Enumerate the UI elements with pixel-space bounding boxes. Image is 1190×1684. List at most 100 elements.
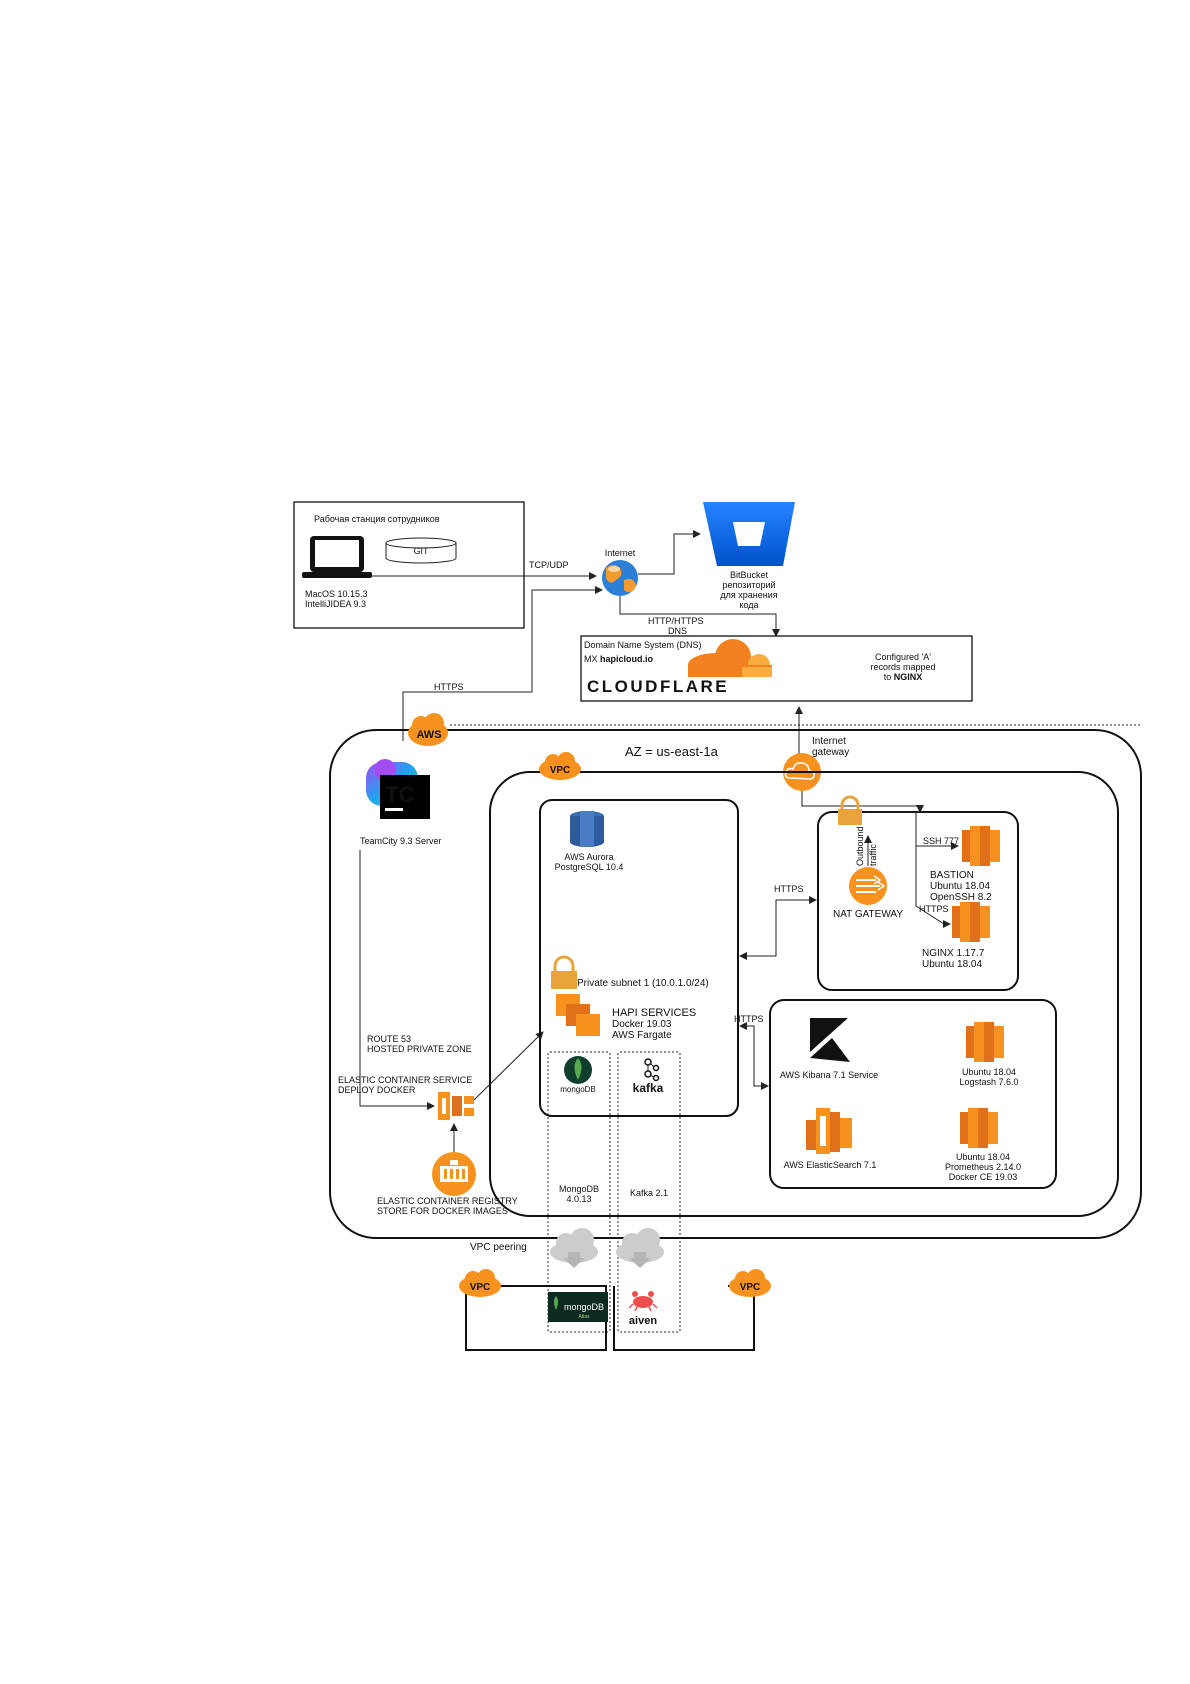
az-label: AZ = us-east-1a: [625, 744, 719, 759]
bastion-line-2: Ubuntu 18.04: [930, 881, 990, 892]
teamcity-logo-text: TC: [385, 782, 414, 807]
private-subnet-box: [539, 799, 739, 1117]
https-label-monitoring: HTTPS: [734, 1014, 764, 1024]
kafka-logo-text: kafka: [633, 1081, 664, 1095]
aurora-line-2: PostgreSQL 10.4: [555, 862, 624, 872]
teamcity-label: TeamCity 9.3 Server: [360, 836, 442, 846]
bitbucket-desc-2: для хранения: [720, 590, 777, 600]
mongodb-atlas-logo-icon: [548, 1292, 608, 1322]
https-label-public: HTTPS: [774, 884, 804, 894]
nginx-line-2: Ubuntu 18.04: [922, 959, 982, 970]
hapi-line-3: AWS Fargate: [612, 1030, 672, 1041]
internet-to-bitbucket: [638, 530, 701, 575]
kafka-connection-column: [617, 1051, 681, 1333]
bastion-server-icon: [962, 826, 1000, 866]
vpc-badge-left: VPC: [459, 1269, 501, 1297]
route53-line-1: ROUTE 53: [367, 1034, 411, 1044]
private-to-monitoring-https: [739, 1022, 769, 1090]
bitbucket-desc-3: кода: [739, 600, 758, 610]
nat-gateway-icon: [849, 867, 887, 905]
private-to-public-https: [739, 896, 817, 960]
workstation-box: Рабочая станция сотрудников GIT MacOS 10…: [293, 501, 525, 629]
prometheus-line-3: Docker CE 19.03: [949, 1172, 1018, 1182]
mongodb-atlas-sub: Atlas: [578, 1314, 590, 1320]
cloudflare-logo-text: CLOUDFLARE: [587, 677, 729, 696]
ecs-line-2: DEPLOY DOCKER: [338, 1085, 416, 1095]
outbound-label-2: traffic: [868, 844, 878, 866]
teamcity-to-ecs: [359, 850, 435, 1110]
ecs-icon: [438, 1092, 474, 1120]
logstash-line-1: Ubuntu 18.04: [962, 1067, 1016, 1077]
ecr-line-2: STORE FOR DOCKER IMAGES: [377, 1206, 508, 1216]
hapi-line-1: HAPI SERVICES: [612, 1007, 696, 1019]
outbound-label-1: Outbound: [855, 826, 865, 866]
https-nginx-connection: [915, 846, 951, 928]
workstation-os: MacOS 10.15.3: [305, 589, 368, 599]
hapi-services-icon: [556, 994, 600, 1036]
ecs-line-1: ELASTIC CONTAINER SERVICE: [338, 1075, 472, 1085]
mongodb-atlas-vpc-box: [465, 1285, 607, 1351]
aiven-logo-text: aiven: [629, 1315, 657, 1327]
internet-label: Internet: [605, 548, 636, 558]
nat-gateway-label: NAT GATEWAY: [833, 909, 903, 920]
kafka-logo-icon: [644, 1058, 660, 1082]
mongodb-version-2: 4.0.13: [566, 1194, 591, 1204]
hapi-line-2: Docker 19.03: [612, 1019, 672, 1030]
prometheus-server-icon: [960, 1108, 998, 1148]
private-subnet-label: Private subnet 1 (10.0.1.0/24): [577, 978, 709, 989]
internet-gateway-label-2: gateway: [812, 747, 849, 758]
https-label-teamcity: HTTPS: [434, 682, 464, 692]
elasticsearch-label: AWS ElasticSearch 7.1: [784, 1160, 877, 1170]
vpc-badge-left-label: VPC: [470, 1282, 491, 1293]
peering-cloud-icon-mongodb: [550, 1228, 598, 1268]
logstash-line-2: Logstash 7.6.0: [959, 1077, 1018, 1087]
dns-title: Domain Name System (DNS): [584, 640, 702, 650]
vpc-badge-main-label: VPC: [550, 765, 571, 776]
lock-icon-public: [838, 795, 862, 825]
https-label-nginx: HTTPS: [919, 904, 949, 914]
vpc-badge-main: VPC: [539, 752, 581, 780]
peering-cloud-icon-kafka: [616, 1228, 664, 1268]
prometheus-line-2: Prometheus 2.14.0: [945, 1162, 1021, 1172]
vpc-badge-right: VPC: [729, 1269, 771, 1297]
gateway-to-public-subnet: [801, 791, 924, 813]
workstation-ide: IntelliJIDEA 9.3: [305, 599, 366, 609]
dns-mx: MX hapicloud.io: [584, 654, 654, 664]
elasticsearch-icon: [806, 1108, 852, 1154]
cloudflare-box: Domain Name System (DNS) MX hapicloud.io…: [580, 635, 973, 702]
aurora-line-1: AWS Aurora: [564, 852, 613, 862]
cloudflare-note-2: records mapped: [870, 662, 935, 672]
aurora-icon: [570, 811, 604, 847]
http-dns-label-1: HTTP/HTTPS: [648, 616, 704, 626]
git-label: GIT: [414, 546, 430, 556]
nginx-server-icon: [952, 902, 990, 942]
prometheus-line-1: Ubuntu 18.04: [956, 1152, 1010, 1162]
vpc-box: [489, 771, 1119, 1217]
bitbucket-desc-1: репозиторий: [722, 580, 775, 590]
workstation-title: Рабочая станция сотрудников: [314, 514, 440, 524]
http-dns-label-2: DNS: [668, 626, 687, 636]
laptop-icon: [302, 536, 372, 578]
logstash-server-icon: [966, 1022, 1004, 1062]
cloudflare-cloud-icon: [688, 639, 772, 677]
mongodb-connection-column: [547, 1051, 611, 1333]
route53-line-2: HOSTED PRIVATE ZONE: [367, 1044, 472, 1054]
mongodb-atlas-logo-text: mongoDB: [564, 1302, 604, 1312]
bastion-line-1: BASTION: [930, 870, 974, 881]
cloudflare-note-1: Configured 'A': [875, 652, 931, 662]
vpc-badge-right-label: VPC: [740, 1282, 761, 1293]
mongodb-logo-text: mongoDB: [560, 1085, 596, 1094]
bitbucket-name: BitBucket: [730, 570, 769, 580]
tcp-label: TCP/UDP: [529, 560, 569, 570]
bastion-line-3: OpenSSH 8.2: [930, 892, 992, 903]
kibana-label: AWS Kibana 7.1 Service: [780, 1070, 878, 1080]
teamcity-to-internet: [402, 586, 603, 741]
ecs-to-hapi: [473, 1031, 544, 1101]
internet-gateway-label-1: Internet: [812, 736, 846, 747]
aws-badge: AWS: [408, 713, 448, 746]
ecr-icon: [432, 1152, 476, 1196]
bitbucket-icon: [703, 502, 795, 566]
kafka-version: Kafka 2.1: [630, 1188, 668, 1198]
ssh-label: SSH 777: [923, 836, 959, 846]
